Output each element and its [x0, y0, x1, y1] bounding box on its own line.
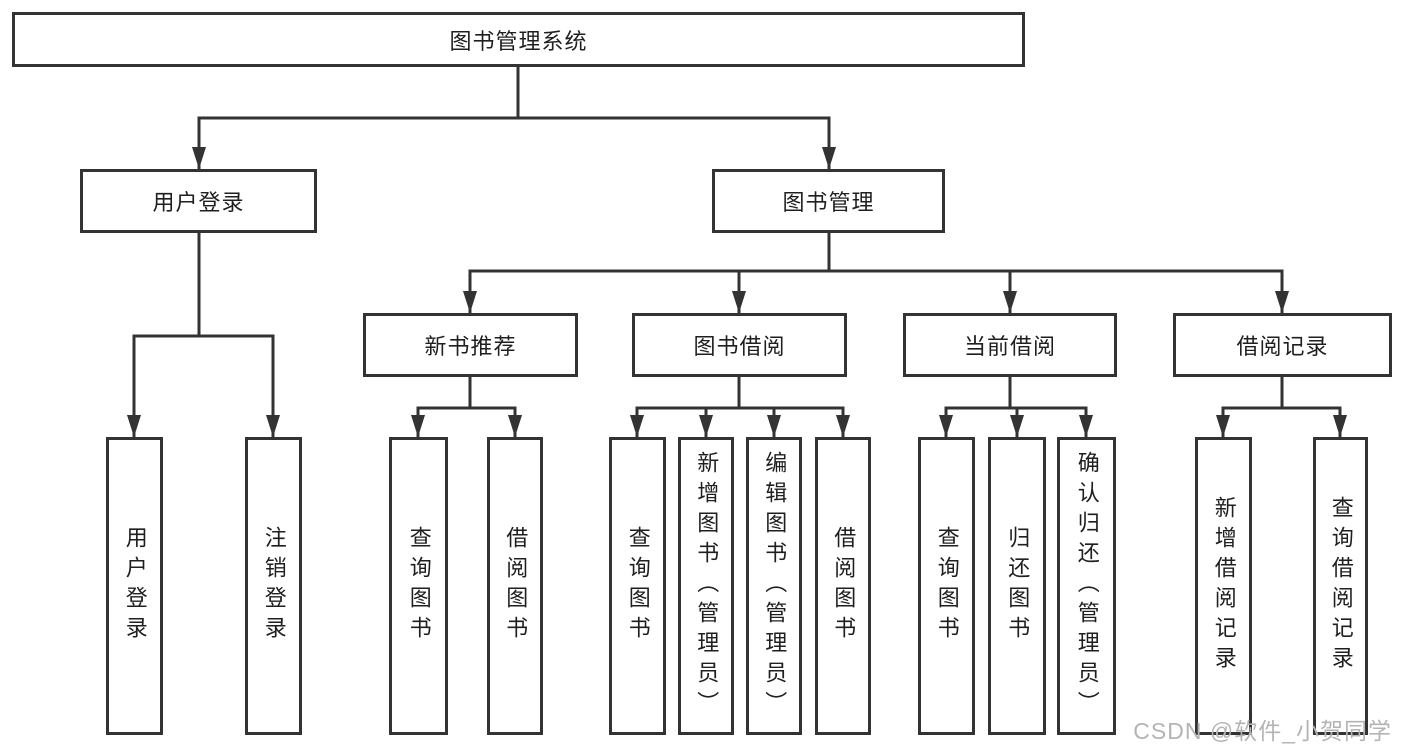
leaf-return-book: 归还图书 — [988, 437, 1046, 735]
csdn-watermark: CSDN @软件_小贺同学 — [1133, 718, 1392, 744]
node-book-management: 图书管理 — [712, 169, 945, 233]
leaf-confirm-return-admin: 确认归还（管理员） — [1057, 437, 1116, 735]
leaf-query-book-borrowing: 查询图书 — [609, 437, 666, 735]
leaf-borrow-book-recommend: 借阅图书 — [487, 437, 543, 735]
leaf-query-book-recommend: 查询图书 — [389, 437, 448, 735]
leaf-user-login: 用户登录 — [106, 437, 163, 735]
node-library-management-system: 图书管理系统 — [12, 12, 1025, 67]
node-borrowing-records: 借阅记录 — [1173, 313, 1392, 377]
leaf-query-book-current: 查询图书 — [918, 437, 975, 735]
node-current-borrowing: 当前借阅 — [903, 313, 1117, 377]
node-user-login: 用户登录 — [80, 169, 317, 233]
leaf-edit-book-admin: 编辑图书（管理员） — [746, 437, 802, 735]
leaf-add-book-admin: 新增图书（管理员） — [678, 437, 734, 735]
leaf-add-borrow-record: 新增借阅记录 — [1195, 437, 1252, 735]
node-book-borrowing: 图书借阅 — [632, 313, 847, 377]
leaf-query-borrow-record: 查询借阅记录 — [1313, 437, 1368, 735]
node-new-book-recommendation: 新书推荐 — [363, 313, 578, 377]
leaf-borrow-book: 借阅图书 — [815, 437, 871, 735]
leaf-logout: 注销登录 — [245, 437, 302, 735]
